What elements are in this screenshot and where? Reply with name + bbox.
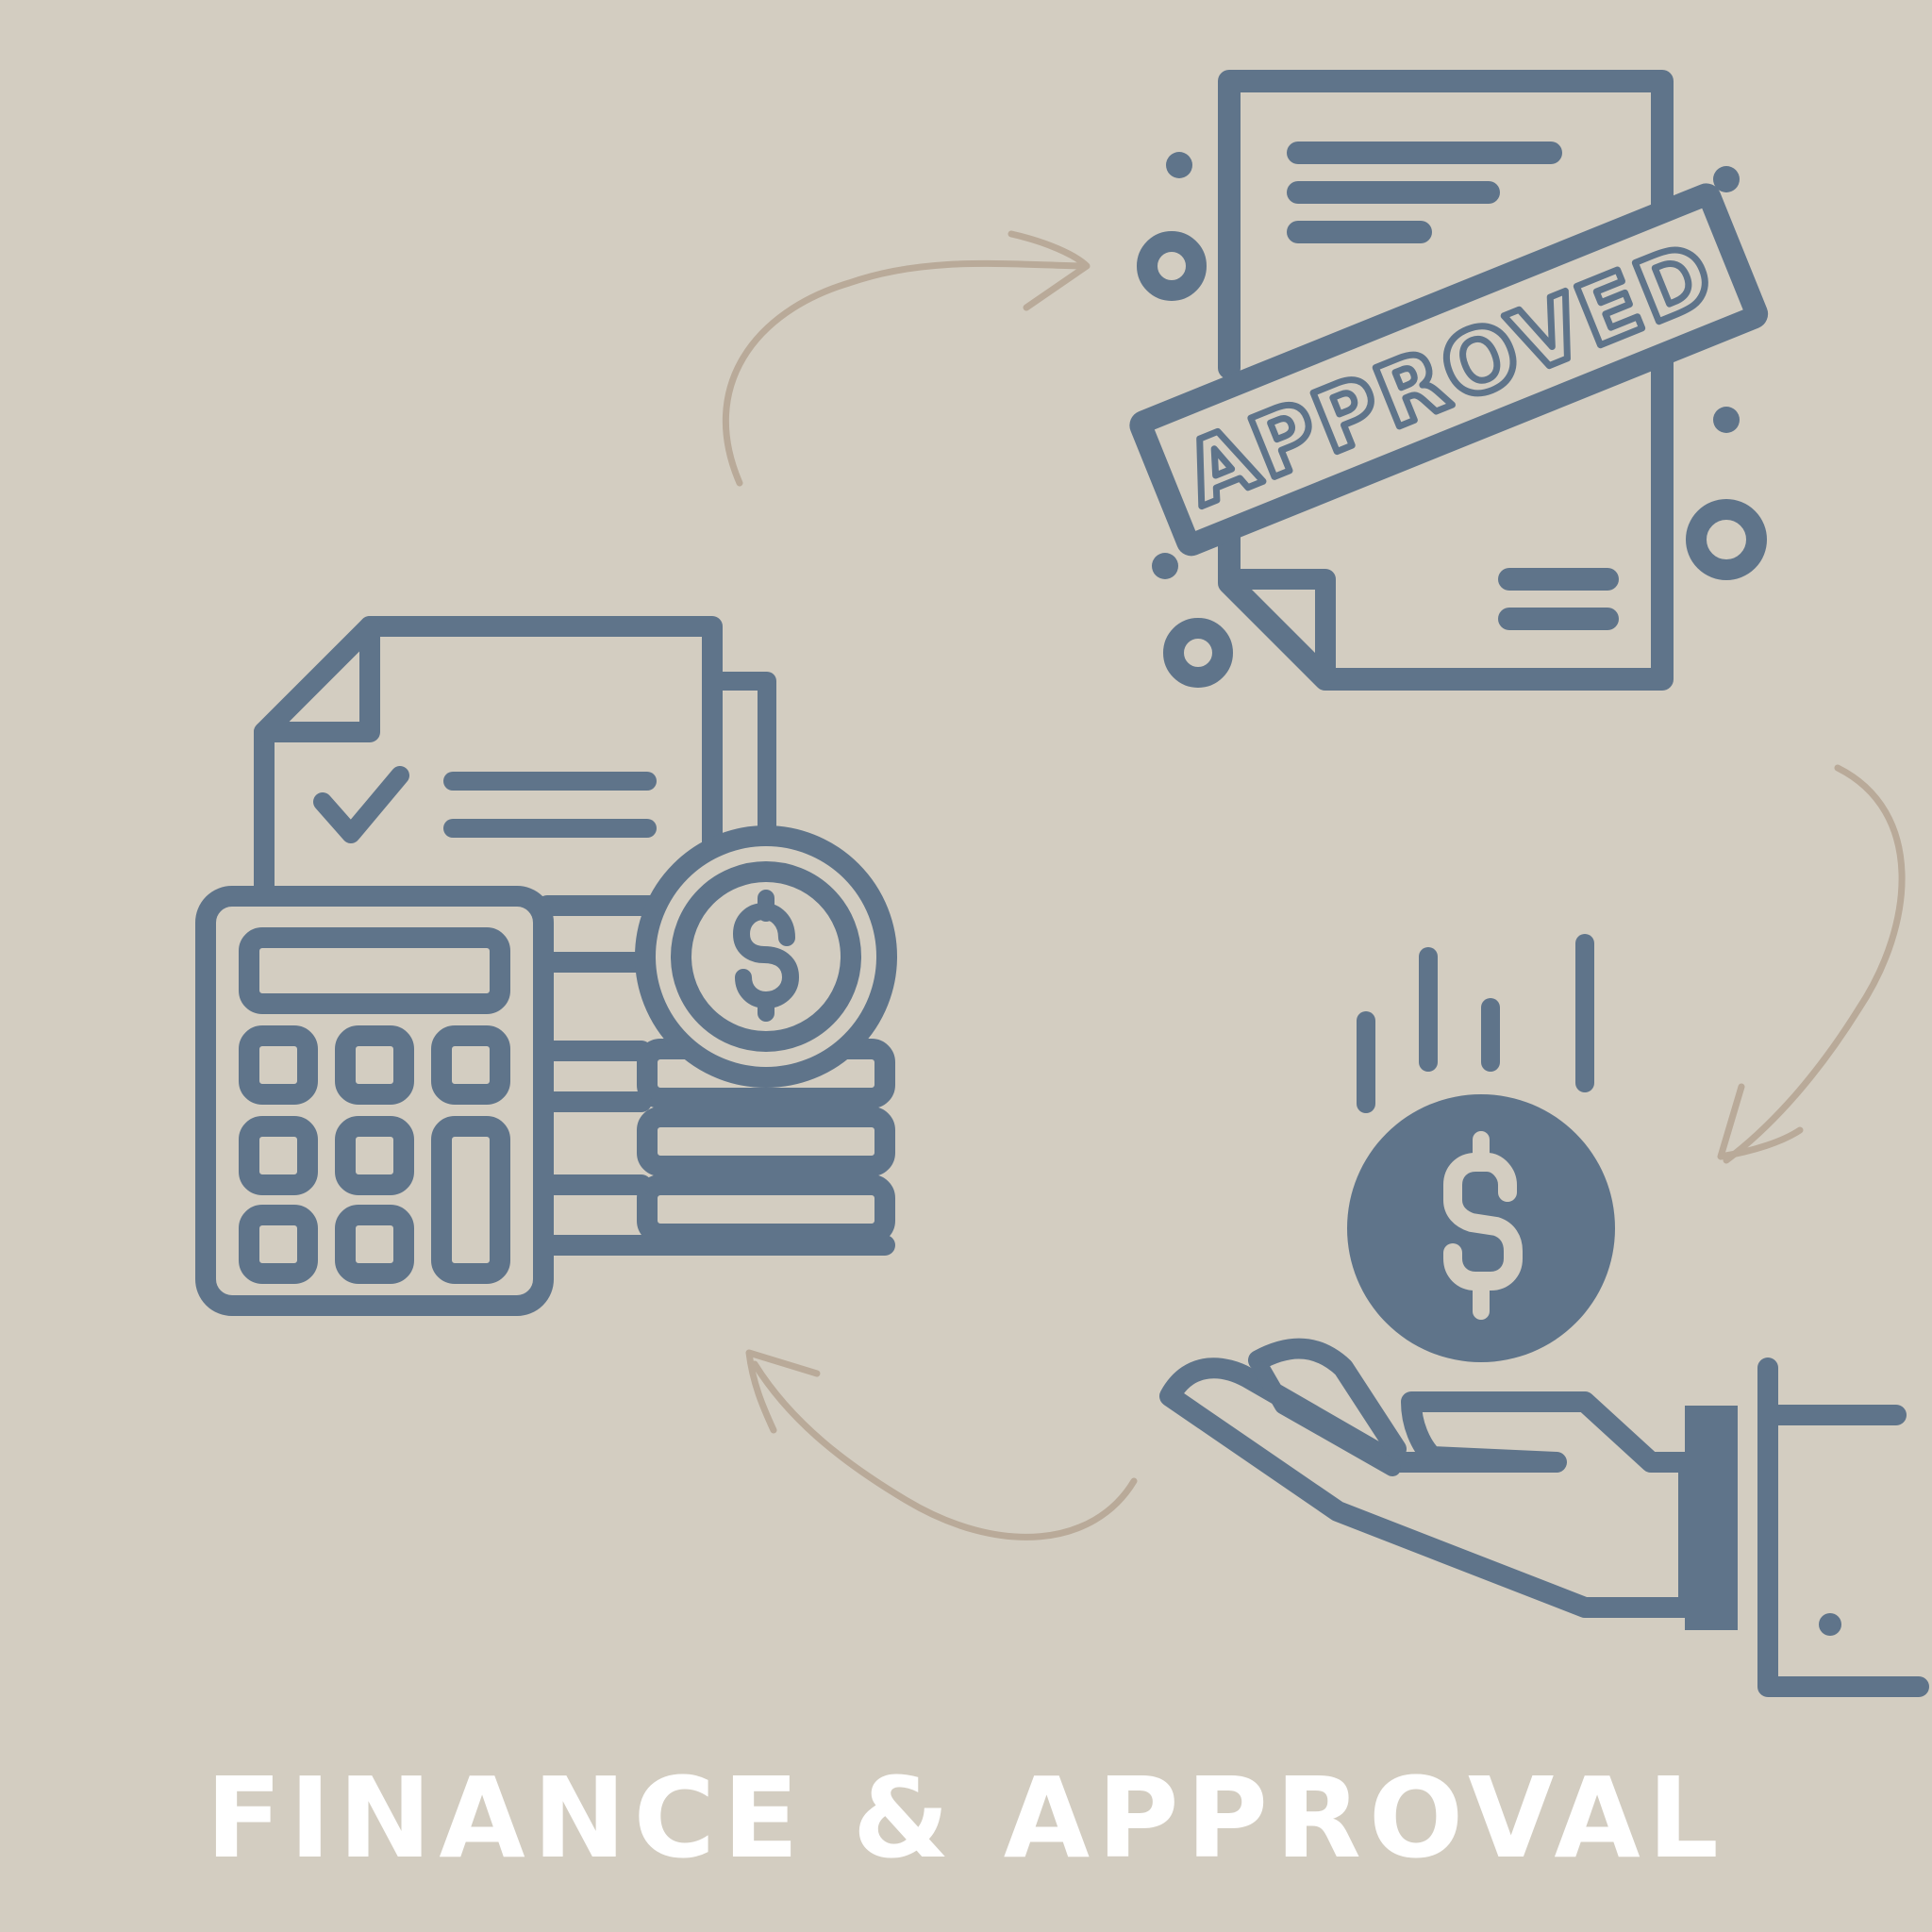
sleeve-button (1819, 1613, 1841, 1636)
dollar-coin-icon (635, 825, 897, 1088)
hand-finger (1254, 1361, 1401, 1476)
document-folded-corner (1219, 569, 1336, 686)
diagram-title: FINANCE & APPROVAL (206, 1753, 1726, 1883)
hand-receiving-coin-icon (1159, 934, 1929, 1697)
hand-thumb (1248, 1338, 1407, 1459)
sleeve-cuff (1685, 1406, 1738, 1630)
calculator-keys (239, 1025, 510, 1284)
budget-document-lines (443, 772, 657, 838)
budget-document-corner (254, 616, 380, 742)
checkmark-icon (313, 766, 409, 843)
document-text-lines (1287, 142, 1619, 630)
calculator-icon (195, 886, 554, 1316)
approved-document-icon: APPROVED (1129, 70, 1769, 691)
cycle-arrows (722, 230, 1906, 1541)
budget-document (254, 616, 723, 897)
arrow-approval-to-payment-icon (1717, 764, 1906, 1164)
falling-motion-lines (1357, 934, 1594, 1113)
sparkle-dots (1152, 152, 1740, 579)
calculator-document-coins-icon (195, 616, 897, 1316)
solid-dollar-coin-icon (1347, 1094, 1615, 1362)
sleeve (1757, 1357, 1929, 1697)
budget-document-back (703, 672, 776, 838)
sparkle-rings (1137, 231, 1767, 688)
arrow-budget-to-approval-icon (722, 230, 1091, 487)
arrow-payment-to-budget-icon (745, 1349, 1138, 1541)
hand-palm (1159, 1357, 1699, 1618)
